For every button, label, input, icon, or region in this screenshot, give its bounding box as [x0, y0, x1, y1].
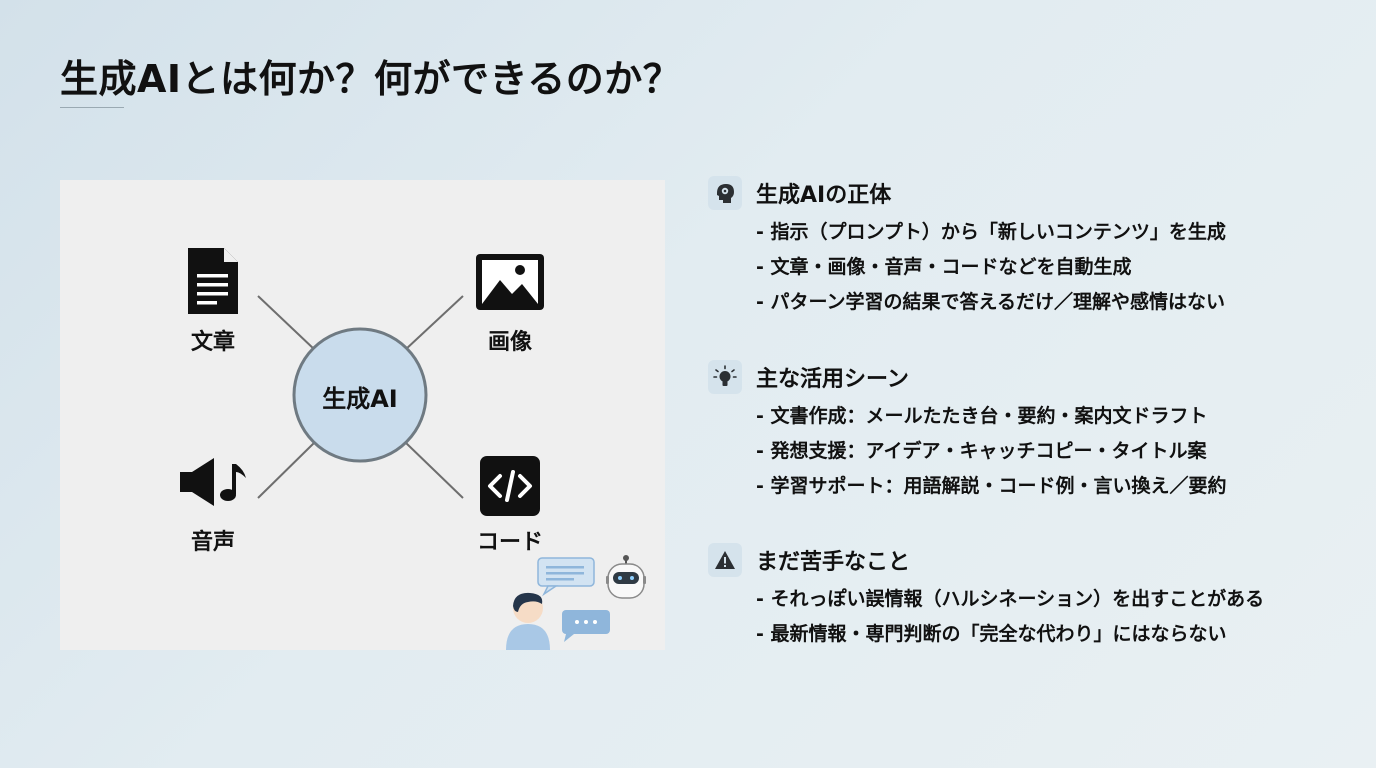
section-limitations: まだ苦手なこと - それっぽい誤情報（ハルシネーション）を出すことがある - 最…: [708, 542, 1264, 652]
section-what-is-genai: 生成AIの正体 - 指示（プロンプト）から「新しいコンテンツ」を生成 - 文章・…: [708, 175, 1226, 320]
list-item: - 学習サポート：用語解説・コード例・言い換え／要約: [756, 475, 1227, 497]
list-item: - 文章・画像・音声・コードなどを自動生成: [756, 256, 1132, 278]
bullet-list: - 文書作成：メールたたき台・要約・案内文ドラフト - 発想支援：アイデア・キャ…: [756, 399, 1227, 504]
chat-dots-bubble-icon: [562, 610, 610, 642]
bullet-list: - 指示（プロンプト）から「新しいコンテンツ」を生成 - 文章・画像・音声・コー…: [756, 215, 1226, 320]
image-icon: [476, 254, 544, 310]
list-item: - それっぽい誤情報（ハルシネーション）を出すことがある: [756, 588, 1265, 610]
list-item: - 発想支援：アイデア・キャッチコピー・タイトル案: [756, 440, 1207, 462]
bullet-list: - それっぽい誤情報（ハルシネーション）を出すことがある - 最新情報・専門判断…: [756, 582, 1264, 652]
title-underline: [60, 107, 124, 108]
page-title: 生成AIとは何か？何ができるのか？: [60, 57, 682, 101]
list-item: - パターン学習の結果で答えるだけ／理解や感情はない: [756, 291, 1225, 313]
connector-lines: [257, 295, 464, 499]
document-icon: [188, 248, 238, 314]
list-item: - 文書作成：メールたたき台・要約・案内文ドラフト: [756, 405, 1208, 427]
section-use-cases: 主な活用シーン - 文書作成：メールたたき台・要約・案内文ドラフト - 発想支援…: [708, 359, 1227, 504]
robot-icon: [606, 555, 646, 599]
section-title: 主な活用シーン: [756, 367, 909, 392]
node-label-code: コード: [476, 530, 543, 555]
hub-label: 生成AI: [322, 385, 398, 413]
diagram-panel: 文章 画像 音声 コード 生成AI: [60, 180, 665, 650]
diagram-graphic: [180, 248, 646, 650]
list-item: - 指示（プロンプト）から「新しいコンテンツ」を生成: [756, 221, 1226, 243]
hub-circle: [292, 327, 428, 463]
node-label-image: 画像: [487, 330, 532, 355]
brain-head-icon: [708, 176, 742, 210]
person-icon: [506, 592, 550, 650]
section-title: 生成AIの正体: [756, 183, 892, 208]
section-title: まだ苦手なこと: [756, 550, 911, 575]
warning-icon: [708, 543, 742, 577]
node-label-text: 文章: [190, 330, 235, 355]
list-item: - 最新情報・専門判断の「完全な代わり」にはならない: [756, 623, 1227, 645]
lightbulb-icon: [708, 360, 742, 394]
music-note-icon: [220, 464, 246, 501]
chat-bubble-icon: [537, 557, 595, 597]
code-icon: [480, 456, 540, 516]
node-label-audio: 音声: [190, 530, 235, 555]
speaker-icon: [180, 458, 214, 506]
